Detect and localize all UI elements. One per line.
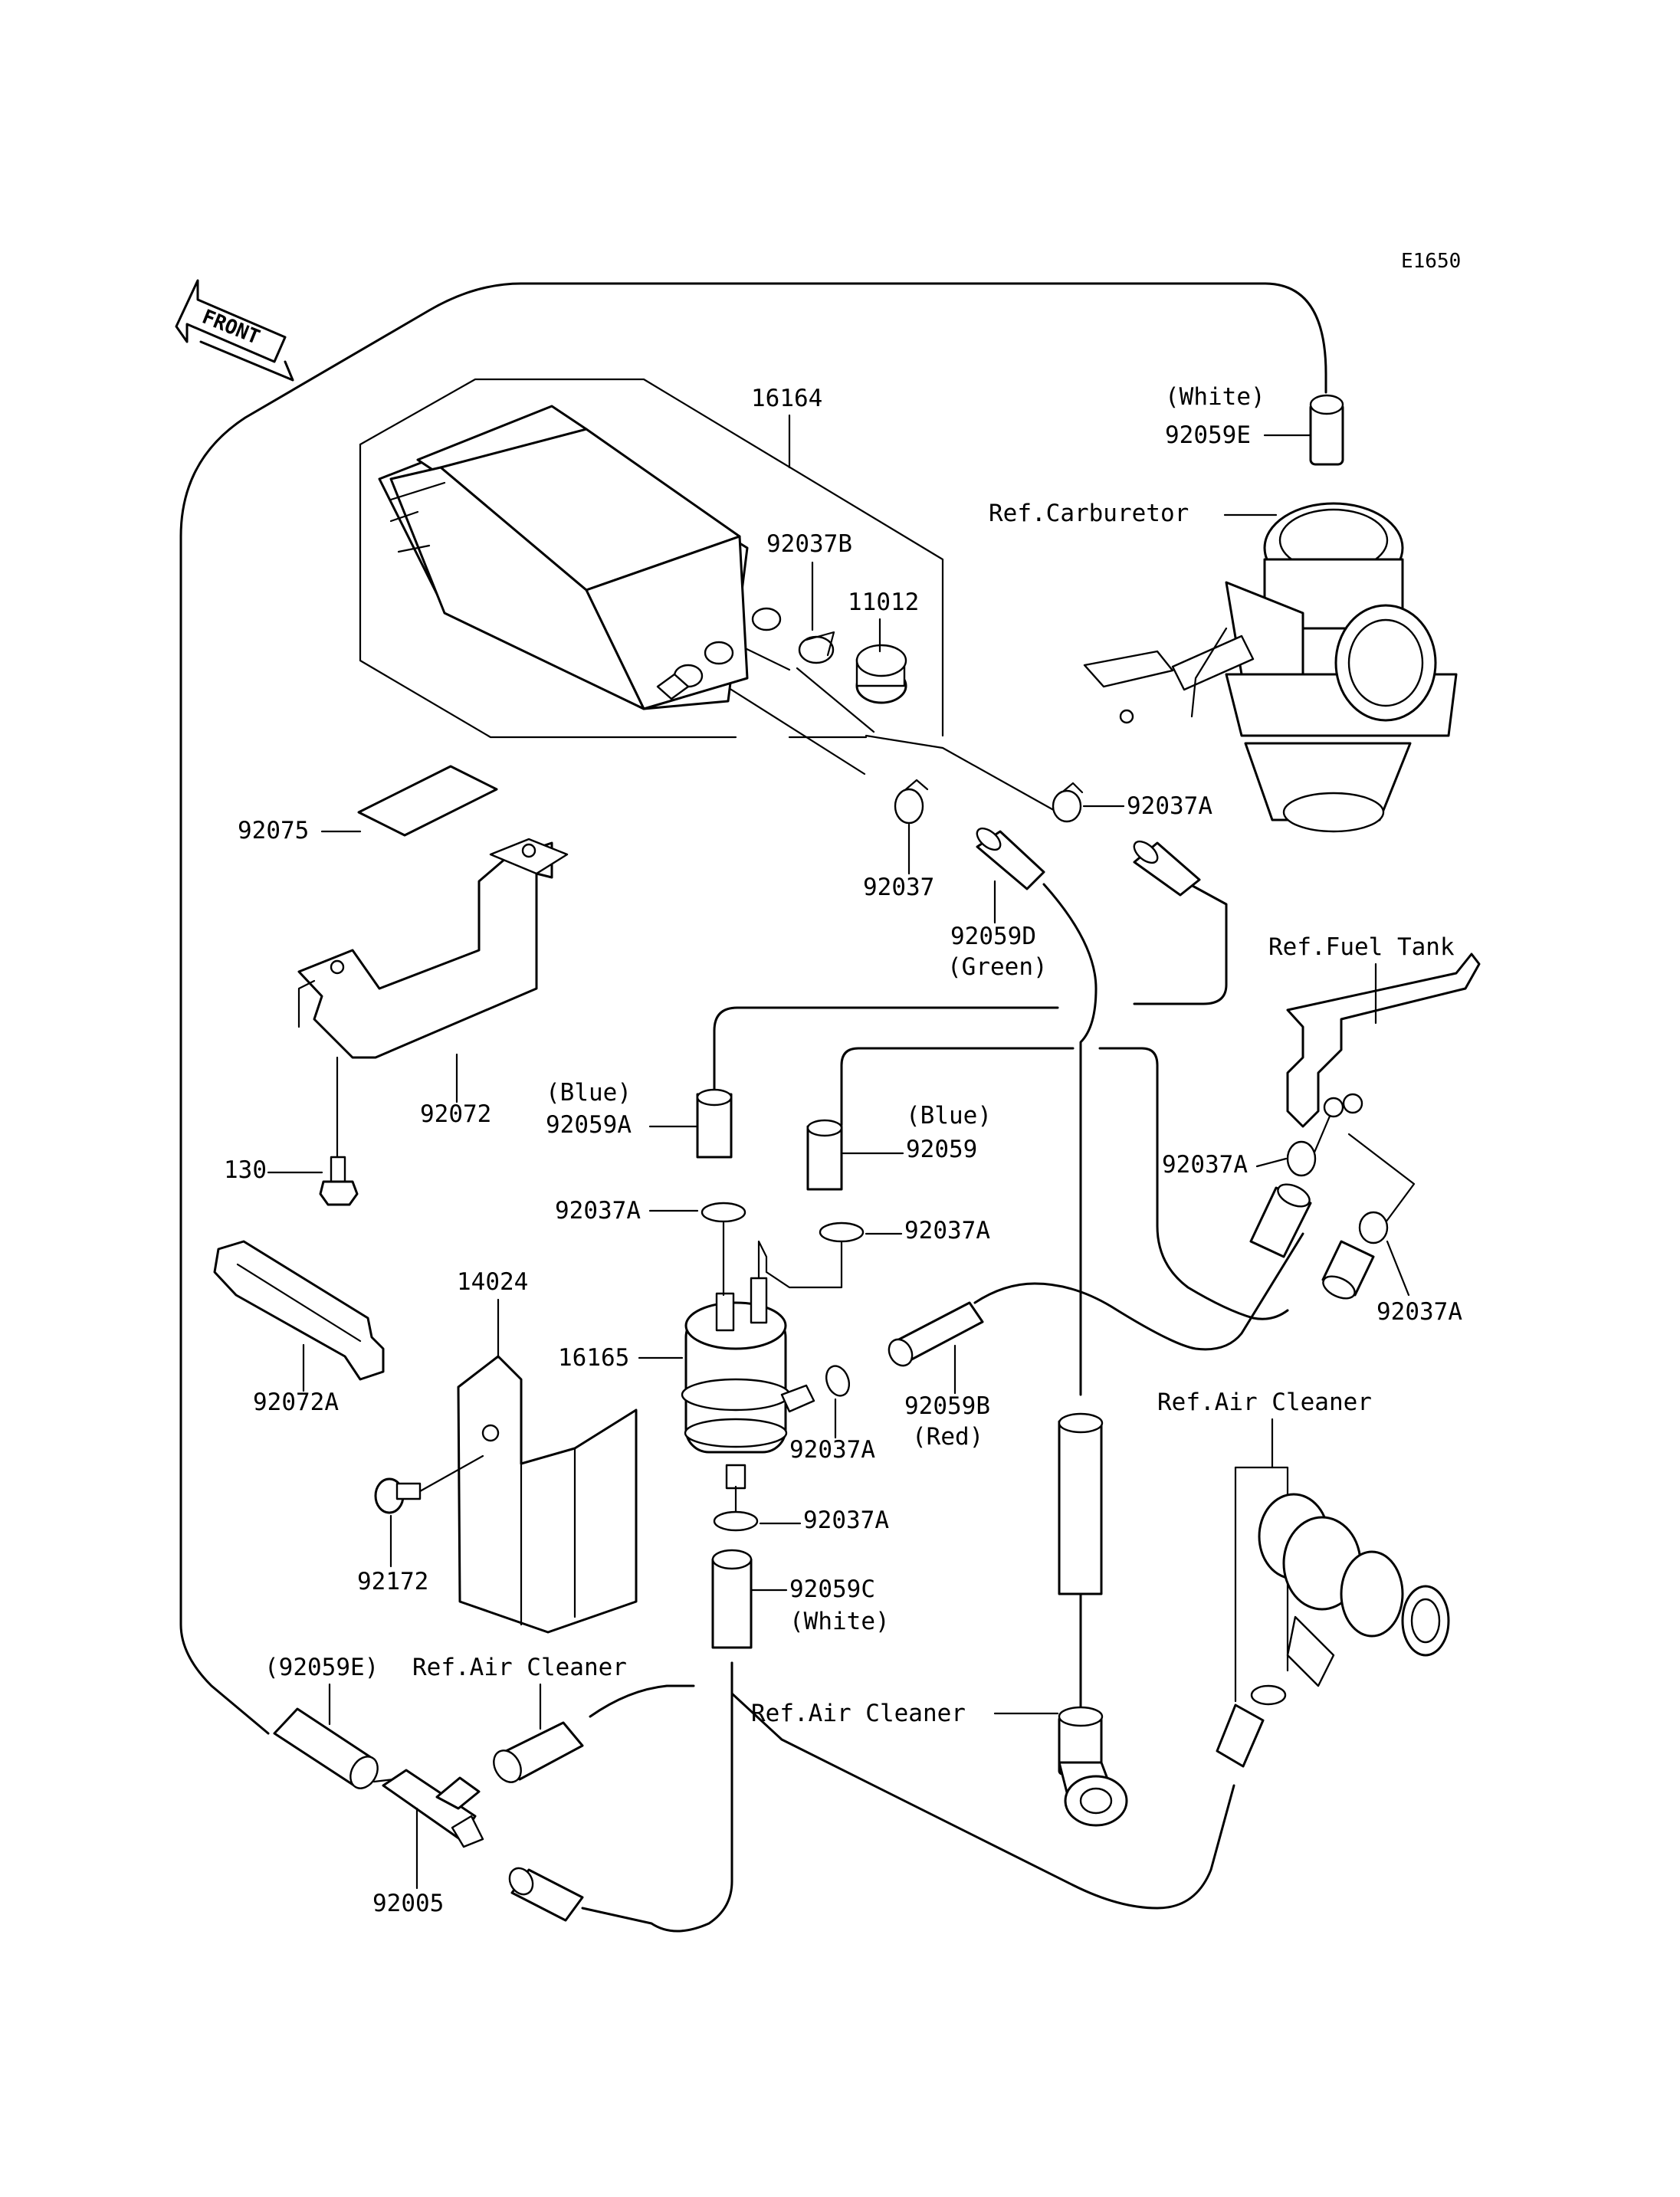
clamp-92037a-top-right <box>819 1221 865 1243</box>
label-11012: 11012 <box>848 589 919 616</box>
cover-14024 <box>457 1355 638 1634</box>
label-92059e-color: (White) <box>1165 383 1265 411</box>
hose-routing-lines <box>179 282 1416 1933</box>
label-92072: 92072 <box>420 1100 491 1128</box>
bracket-92072 <box>297 838 569 1059</box>
label-92037a-4: 92037A <box>803 1507 889 1534</box>
hose-92059e <box>1309 394 1344 466</box>
label-ref-air-cleaner-center: Ref.Air Cleaner <box>751 1700 966 1727</box>
air-cleaner-right <box>1216 1466 1450 1768</box>
sticker-92075 <box>357 765 498 837</box>
clamp-92037 <box>894 779 929 825</box>
clamp-92037a-side <box>825 1365 851 1397</box>
elbow-fitting <box>1058 1706 1128 1827</box>
diagram-code: E1650 <box>1401 250 1461 273</box>
hose-92059c <box>711 1549 753 1649</box>
label-ref-fuel-tank: Ref.Fuel Tank <box>1268 933 1455 961</box>
label-92037a-6: 92037A <box>1162 1151 1248 1179</box>
label-92059c: 92059C <box>789 1576 875 1603</box>
label-14024: 14024 <box>457 1268 528 1296</box>
clamp-92037a-bottom <box>713 1510 759 1532</box>
label-92075: 92075 <box>238 817 309 844</box>
hose-air-cleaner-left <box>493 1721 584 1783</box>
hose-92059a <box>696 1088 733 1159</box>
hose-bottom-left <box>508 1867 584 1922</box>
label-92059-color: (Blue) <box>906 1102 992 1130</box>
tee-92005 <box>382 1769 484 1848</box>
label-ref-carburetor: Ref.Carburetor <box>989 500 1189 527</box>
hose-tank-left <box>1249 1183 1312 1258</box>
clamp-92037b <box>798 631 835 664</box>
hose-92059d <box>976 827 1045 890</box>
label-92037b: 92037B <box>766 530 852 558</box>
label-92059a: 92059A <box>546 1111 632 1139</box>
fuel-tank-fitting <box>1286 953 1481 1128</box>
label-92059b-color: (Red) <box>912 1423 983 1451</box>
screw-92172 <box>374 1477 422 1514</box>
label-canister: 16164 <box>751 385 822 412</box>
label-92037a-3: 92037A <box>789 1436 875 1464</box>
label-92037a-1: 92037A <box>555 1197 641 1225</box>
label-92037a-5: 92037A <box>1127 792 1212 820</box>
label-92059b: 92059B <box>904 1392 990 1420</box>
label-92005: 92005 <box>372 1890 444 1917</box>
label-92059e: 92059E <box>1165 421 1251 449</box>
label-92059: 92059 <box>906 1136 977 1163</box>
clamp-92037a-top-left <box>701 1202 746 1223</box>
clamp-92037a-tank-left <box>1286 1140 1317 1177</box>
label-92072a: 92072A <box>253 1389 339 1416</box>
clamp-92037a-carb <box>1052 782 1084 823</box>
hose-right-upper <box>1133 840 1201 897</box>
label-16165: 16165 <box>558 1344 629 1372</box>
label-92059d: 92059D <box>950 923 1036 950</box>
canister-16164 <box>359 378 944 739</box>
cap-11012 <box>855 644 907 704</box>
label-92059d-color: (Green) <box>947 953 1048 981</box>
label-ref-air-cleaner-right: Ref.Air Cleaner <box>1157 1389 1372 1416</box>
front-arrow-icon: FRONT <box>175 279 294 382</box>
carburetor-assembly <box>1083 502 1458 833</box>
hose-92059b <box>888 1301 984 1367</box>
hose-tank-right <box>1321 1240 1375 1300</box>
separator-16165 <box>681 1277 815 1490</box>
hose-center-vertical <box>1058 1412 1104 1595</box>
label-130: 130 <box>224 1156 267 1184</box>
label-92172: 92172 <box>357 1568 428 1595</box>
label-92037a-2: 92037A <box>904 1217 990 1244</box>
bolt-130 <box>319 1156 359 1206</box>
label-92037a-7: 92037A <box>1376 1298 1462 1326</box>
hose-92059e-bottom <box>273 1707 379 1789</box>
label-92059c-color: (White) <box>789 1608 890 1635</box>
label-ref-air-cleaner-left: Ref.Air Cleaner <box>412 1654 627 1681</box>
label-92059a-color: (Blue) <box>546 1079 632 1107</box>
hose-92059 <box>806 1119 843 1191</box>
label-92037: 92037 <box>863 874 934 901</box>
clamp-92037a-tank-right <box>1358 1211 1389 1244</box>
band-92072a <box>213 1240 385 1381</box>
label-92059e-paren: (92059E) <box>264 1654 379 1681</box>
